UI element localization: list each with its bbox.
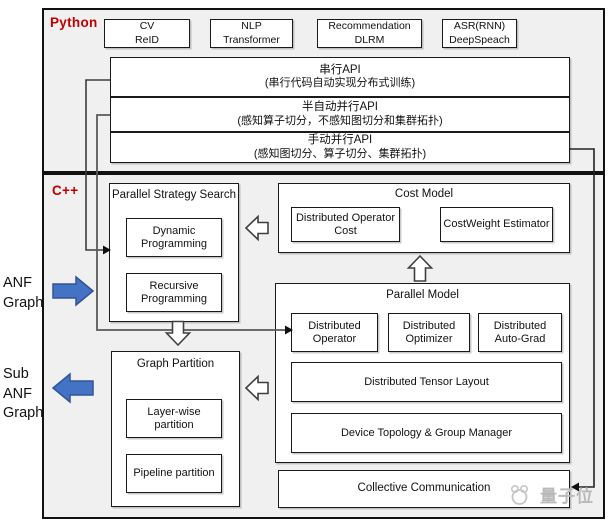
api-layer-subtitle: (感知算子切分，不感知图切分和集群拓扑) [237, 114, 443, 127]
api-layer-subtitle: (串行代码自动实现分布式训练) [264, 77, 416, 90]
box-label: Device Topology & Group Manager [340, 426, 512, 439]
pipeline-partition-box: Pipeline partition [126, 454, 222, 493]
api-layer-subtitle: (感知图切分、算子切分、集群拓扑) [253, 147, 427, 160]
api-layer-title: 串行API [319, 63, 361, 76]
app-box-line: DLRM [354, 33, 385, 46]
api-layer-title: 手动并行API [307, 134, 373, 147]
app-box-line: NLP [241, 20, 262, 33]
app-box-cv-reid: CV ReID [104, 19, 190, 48]
sub-anf-graph-label-line: Graph [3, 405, 44, 422]
qbitai-watermark: 量子位 [503, 482, 594, 507]
distributed-operator-cost-box: Distributed Operator Cost [291, 207, 400, 242]
distributed-tensor-layout-box: Distributed Tensor Layout [291, 362, 562, 402]
distributed-operator-box: Distributed Operator [291, 313, 378, 352]
dynamic-programming-box: Dynamic Programming [126, 218, 222, 257]
cpp-section-label: C++ [52, 183, 79, 198]
qbitai-logo-icon [511, 484, 528, 505]
api-layer-title: 半自动并行API [301, 101, 379, 114]
app-box-line: CV [139, 20, 155, 33]
collective-communication-box: Collective Communication [278, 470, 570, 508]
sub-anf-graph-label-line: ANF [3, 385, 32, 402]
anf-graph-label-line: Graph [3, 294, 44, 311]
costweight-estimator-box: CostWeight Estimator [440, 207, 553, 242]
distributed-auto-grad-box: Distributed Auto-Grad [478, 313, 562, 352]
sub-anf-graph-label-line: Sub [3, 366, 29, 382]
box-label: Distributed Tensor Layout [364, 375, 489, 388]
box-label: CostWeight Estimator [443, 218, 550, 231]
box-label: Dynamic Programming [140, 224, 208, 250]
anf-graph-label: ANF Graph [3, 274, 43, 313]
app-box-nlp-transformer: NLP Transformer [210, 19, 293, 48]
layer-wise-partition-box: Layer-wise partition [126, 399, 222, 438]
app-box-recommendation-dlrm: Recommendation DLRM [317, 19, 422, 48]
app-box-line: Recommendation [328, 20, 411, 33]
app-box-line: DeepSpeach [449, 33, 510, 46]
box-label: Pipeline partition [133, 467, 215, 480]
box-label: Layer-wise partition [147, 405, 201, 431]
app-box-asr-deepspeach: ASR(RNN) DeepSpeach [442, 19, 517, 48]
sub-anf-graph-label: Sub ANF Graph [3, 365, 43, 424]
anf-graph-label-line: ANF [3, 275, 32, 291]
box-label: Distributed Operator Cost [295, 211, 396, 237]
parallel-strategy-search-title: Parallel Strategy Search [111, 189, 236, 201]
api-layer-manual-parallel: 手动并行API (感知图切分、算子切分、集群拓扑) [110, 132, 570, 163]
cost-model-title: Cost Model [394, 188, 454, 200]
graph-partition-title: Graph Partition [136, 358, 215, 370]
api-layer-semi-auto-parallel: 半自动并行API (感知算子切分，不感知图切分和集群拓扑) [110, 97, 570, 132]
python-section-label: Python [50, 15, 98, 30]
app-box-line: ASR(RNN) [453, 20, 506, 33]
box-label: Distributed Auto-Grad [493, 319, 547, 345]
api-layer-serial: 串行API (串行代码自动实现分布式训练) [110, 57, 570, 97]
app-box-line: Transformer [223, 33, 280, 46]
box-label: Distributed Optimizer [402, 319, 456, 345]
box-label: Distributed Operator [308, 319, 361, 345]
device-topology-group-manager-box: Device Topology & Group Manager [291, 413, 562, 453]
box-label: Collective Communication [357, 482, 491, 495]
app-box-line: ReID [135, 33, 159, 46]
box-label: Recursive Programming [140, 279, 208, 305]
qbitai-watermark-text: 量子位 [540, 487, 594, 506]
recursive-programming-box: Recursive Programming [126, 273, 222, 312]
parallel-model-title: Parallel Model [386, 289, 459, 301]
distributed-optimizer-box: Distributed Optimizer [388, 313, 470, 352]
